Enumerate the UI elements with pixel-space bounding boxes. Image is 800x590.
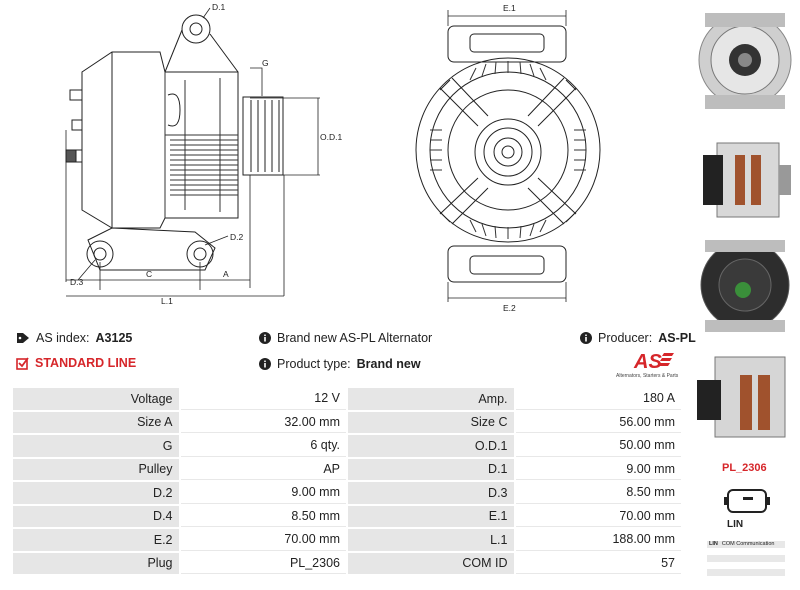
info-icon [580, 332, 592, 344]
com-col1: LIN [709, 541, 718, 547]
spec-value: 6 qty. [180, 435, 346, 457]
label-a: A [223, 269, 229, 279]
as-index: AS index: A3125 [16, 331, 132, 345]
technical-drawing: D.1 G O.D.1 D.2 D.3 C A L.1 [65, 2, 601, 313]
brand-new-text: Brand new AS-PL Alternator [277, 331, 433, 345]
pulley [242, 96, 284, 176]
spec-value: AP [180, 458, 346, 480]
front-housing-top [447, 25, 567, 63]
spec-value: 50.00 mm [515, 435, 681, 457]
label-e2: E.2 [503, 303, 516, 313]
spec-value: 57 [515, 552, 681, 574]
spec-key: Size A [13, 411, 179, 433]
spec-key: Plug [13, 552, 179, 574]
com-table-row [707, 569, 785, 576]
as-pl-logo: AS Alternators, Starters & Parts [616, 351, 679, 379]
spec-key: Size C [348, 411, 514, 433]
alternator-body-outline [81, 51, 239, 229]
label-l1: L.1 [161, 296, 173, 306]
product-type-info: Product type: Brand new [259, 357, 421, 371]
label-d3: D.3 [70, 277, 84, 287]
label-c: C [146, 269, 152, 279]
spec-key: G [13, 435, 179, 457]
spec-value: 188.00 mm [515, 529, 681, 551]
logo-tagline: Alternators, Starters & Parts [616, 373, 679, 379]
spec-key: D.1 [348, 458, 514, 480]
front-outer-ring [415, 57, 601, 243]
spec-value: PL_2306 [180, 552, 346, 574]
checkbox-icon [16, 356, 29, 370]
spec-key: Voltage [13, 388, 179, 410]
as-index-value: A3125 [95, 331, 133, 345]
spec-key: D.2 [13, 482, 179, 504]
com-table-row [707, 555, 785, 562]
product-photo-angle [695, 345, 795, 450]
spec-value: 70.00 mm [515, 505, 681, 527]
spec-value: 9.00 mm [515, 458, 681, 480]
producer-label: Producer: [598, 331, 653, 345]
product-photo-side [695, 125, 795, 235]
spec-value: 32.00 mm [180, 411, 346, 433]
spec-value: 70.00 mm [180, 529, 346, 551]
tag-icon [17, 333, 29, 343]
spec-value: 8.50 mm [515, 482, 681, 504]
front-housing-bottom [447, 245, 567, 283]
spec-key: Pulley [13, 458, 179, 480]
spec-key: Amp. [348, 388, 514, 410]
product-type-value: Brand new [356, 357, 421, 371]
spec-value: 8.50 mm [180, 505, 346, 527]
product-photo-rear [695, 230, 795, 340]
front-hub [474, 118, 542, 186]
standard-line-text: STANDARD LINE [35, 356, 137, 370]
label-od1: O.D.1 [320, 132, 342, 142]
spec-key: D.3 [348, 482, 514, 504]
producer-value: AS-PL [658, 331, 696, 345]
label-d1: D.1 [212, 2, 226, 12]
plug-code: PL_2306 [722, 462, 767, 474]
spec-key: L.1 [348, 529, 514, 551]
info-icon [259, 332, 271, 344]
logo-mark: AS [633, 351, 662, 373]
spec-value: 56.00 mm [515, 411, 681, 433]
spec-value: 12 V [180, 388, 346, 410]
plug-connector-icon [724, 489, 770, 513]
label-g: G [262, 58, 269, 68]
product-photo-front [695, 5, 795, 115]
standard-line-badge: STANDARD LINE [16, 356, 136, 370]
spec-key: E.1 [348, 505, 514, 527]
as-index-label: AS index: [36, 331, 90, 345]
spec-key: O.D.1 [348, 435, 514, 457]
spec-key: D.4 [13, 505, 179, 527]
spec-key: COM ID [348, 552, 514, 574]
label-e1: E.1 [503, 3, 516, 13]
spec-value: 9.00 mm [180, 482, 346, 504]
brand-new-info: Brand new AS-PL Alternator [259, 331, 432, 345]
producer-info: Producer: AS-PL [580, 331, 696, 345]
label-d2: D.2 [230, 232, 244, 242]
spec-value: 180 A [515, 388, 681, 410]
info-icon [259, 358, 271, 370]
product-type-label: Product type: [277, 357, 351, 371]
com-col2: COM Communication [721, 541, 775, 547]
spec-key: E.2 [13, 529, 179, 551]
plug-pin-label: LIN [727, 519, 744, 530]
mount-hole-d1 [181, 14, 211, 44]
